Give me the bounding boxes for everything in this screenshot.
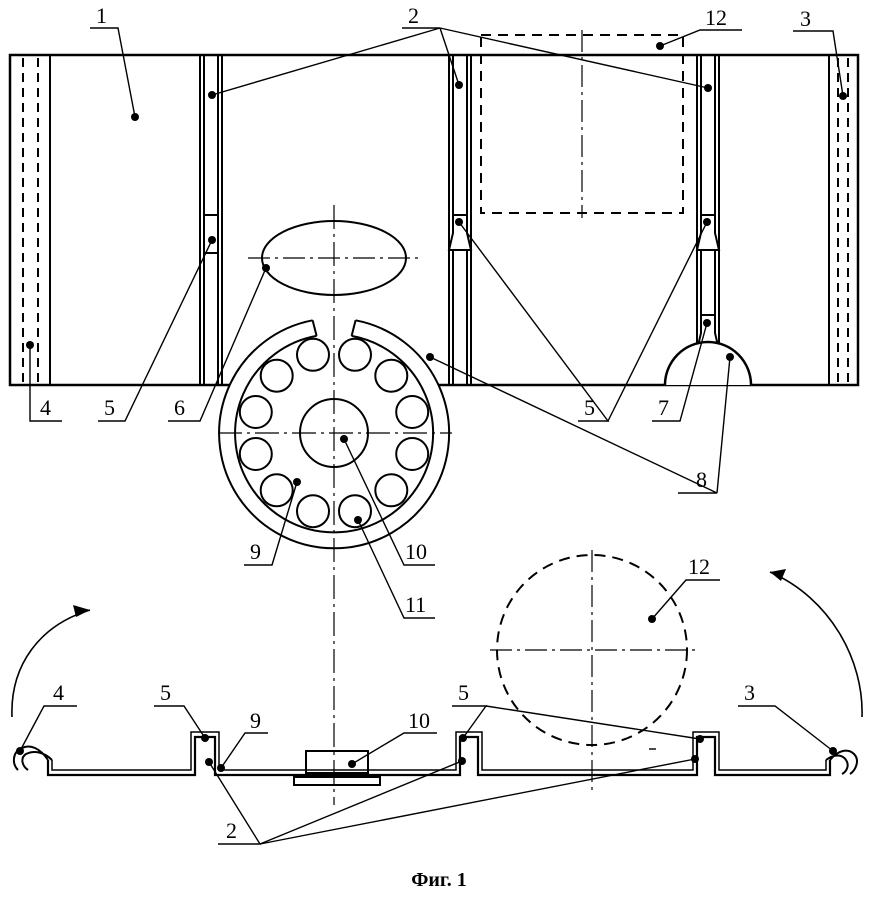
label-10-bottom: 10 (408, 708, 430, 733)
label-5-right: 5 (584, 395, 595, 420)
label-6: 6 (174, 395, 185, 420)
disc-hole (296, 337, 330, 372)
disc-hole (338, 494, 372, 529)
disc-hole (374, 358, 409, 393)
label-5-bottom-right: 5 (458, 680, 469, 705)
label-4-top: 4 (40, 395, 51, 420)
label-12-top: 12 (705, 5, 727, 30)
disc-hole (374, 473, 409, 508)
label-5-left: 5 (104, 395, 115, 420)
fold-channel-2 (447, 55, 473, 385)
label-2-top: 2 (408, 3, 419, 28)
label-2-bottom: 2 (226, 818, 237, 843)
disc-hole (259, 358, 294, 393)
unfolded-panel (8, 30, 860, 805)
label-8: 8 (696, 467, 707, 492)
fold-channel-1 (199, 55, 223, 385)
leader-lines (19, 27, 844, 845)
disc-hole (259, 473, 294, 508)
label-4-bottom: 4 (53, 680, 64, 705)
label-1: 1 (96, 3, 107, 28)
label-12-bottom: 12 (688, 554, 710, 579)
label-9-bottom: 9 (250, 708, 261, 733)
reference-labels: 1 2 12 3 4 5 6 5 7 8 9 10 11 12 4 5 9 10… (40, 3, 811, 891)
disc-hole (338, 337, 372, 372)
fold-channel-3 (695, 55, 721, 385)
disc-hole (395, 395, 430, 429)
disc-hole (296, 494, 330, 529)
label-10-top: 10 (405, 539, 427, 564)
disc-hole (238, 395, 273, 429)
disc-hole (238, 437, 273, 471)
disc-hole (395, 437, 430, 471)
label-7: 7 (658, 395, 669, 420)
label-3-bottom: 3 (744, 680, 755, 705)
label-3-top: 3 (800, 6, 811, 31)
figure-caption: Фиг. 1 (411, 869, 467, 891)
cross-section (11, 550, 863, 790)
label-11: 11 (405, 592, 426, 617)
leader-dots (16, 42, 847, 772)
label-5-bottom-left: 5 (160, 680, 171, 705)
label-9-top: 9 (250, 539, 261, 564)
